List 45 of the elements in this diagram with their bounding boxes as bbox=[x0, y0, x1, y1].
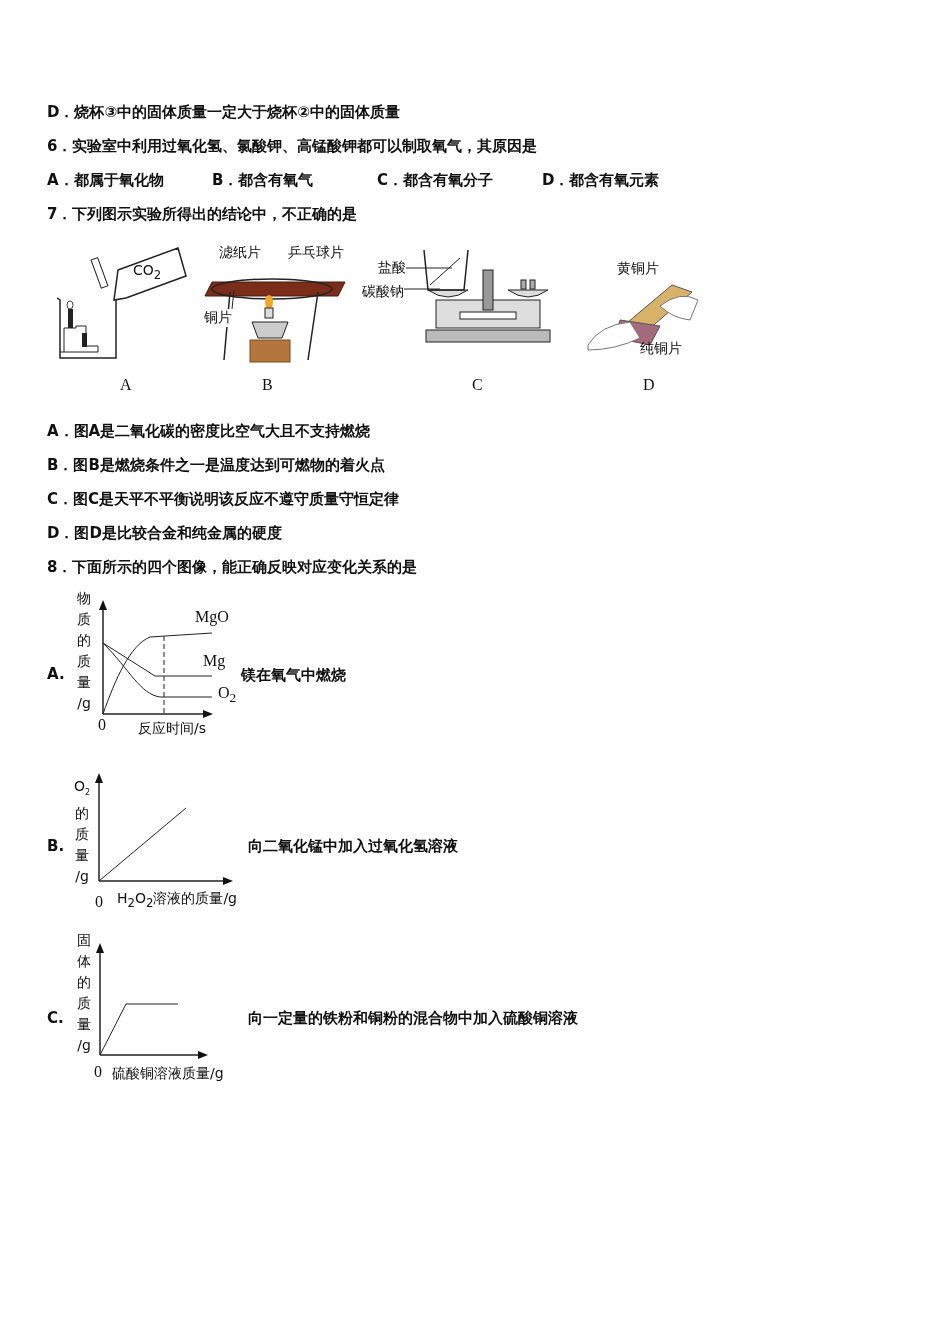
axis-label: 硫酸铜溶液质量/g bbox=[112, 1065, 224, 1083]
option-text: C．都含有氧分子 bbox=[377, 171, 493, 190]
origin-label: 0 bbox=[94, 1063, 102, 1081]
part-label: 纯铜片 bbox=[640, 340, 682, 358]
question-text: 6．实验室中利用过氧化氢、氯酸钾、高锰酸钾都可以制取氧气，其原因是 bbox=[47, 137, 538, 156]
option-text: B．都含有氧气 bbox=[212, 171, 314, 190]
origin-label: 0 bbox=[98, 716, 106, 734]
axis-label: 固体的质量/g bbox=[76, 931, 92, 1055]
leader-line bbox=[403, 288, 441, 290]
part-label: 滤纸片 bbox=[219, 244, 261, 262]
formula-label: CO$_{2}$ bbox=[133, 262, 162, 282]
origin-label: 0 bbox=[95, 893, 103, 911]
curve-label: MgO bbox=[195, 608, 229, 626]
option-text: 向二氧化锰中加入过氧化氢溶液 bbox=[248, 837, 458, 856]
part-label: 乒乓球片 bbox=[288, 244, 344, 262]
question-text: 7．下列图示实验所得出的结论中，不正确的是 bbox=[47, 205, 358, 224]
curve-label: O$_{2}$ bbox=[218, 684, 237, 707]
option-text: B. bbox=[47, 837, 65, 855]
part-label: 黄铜片 bbox=[617, 260, 659, 278]
option-text: D．图D是比较合金和纯金属的硬度 bbox=[47, 524, 282, 543]
axis-label: O$_{2}$的质量/g bbox=[73, 777, 91, 886]
option-text: A. bbox=[47, 665, 65, 683]
figure-letter: A bbox=[120, 376, 132, 394]
axis-label: H$_{2}$O$_{2}$溶液的质量/g bbox=[117, 890, 237, 910]
figure-letter: B bbox=[262, 376, 273, 394]
option-text: A．图A是二氧化碳的密度比空气大且不支持燃烧 bbox=[47, 422, 371, 441]
option-text: D．都含有氧元素 bbox=[542, 171, 660, 190]
part-label: 盐酸 bbox=[378, 259, 406, 277]
figure-letter: C bbox=[472, 376, 483, 394]
leader-line bbox=[231, 289, 235, 310]
option-text: C. bbox=[47, 1009, 64, 1027]
question-text: D．烧杯③中的固体质量一定大于烧杯②中的固体质量 bbox=[47, 103, 400, 122]
axis-label: 反应时间/s bbox=[138, 720, 206, 738]
figure-letter: D bbox=[643, 376, 655, 394]
option-text: 镁在氧气中燃烧 bbox=[241, 666, 346, 685]
option-text: B．图B是燃烧条件之一是温度达到可燃物的着火点 bbox=[47, 456, 385, 475]
option-text: C．图C是天平不平衡说明该反应不遵守质量守恒定律 bbox=[47, 490, 400, 509]
leader-line bbox=[405, 267, 453, 269]
part-label: 铜片 bbox=[204, 309, 232, 327]
option-text: A．都属于氧化物 bbox=[47, 171, 164, 190]
curve-label: Mg bbox=[203, 652, 226, 670]
part-label: 碳酸钠 bbox=[362, 283, 404, 301]
axis-label: 物质的质量/g bbox=[76, 589, 92, 713]
option-text: 向一定量的铁粉和铜粉的混合物中加入硫酸铜溶液 bbox=[248, 1009, 578, 1028]
question-text: 8．下面所示的四个图像，能正确反映对应变化关系的是 bbox=[47, 558, 418, 577]
